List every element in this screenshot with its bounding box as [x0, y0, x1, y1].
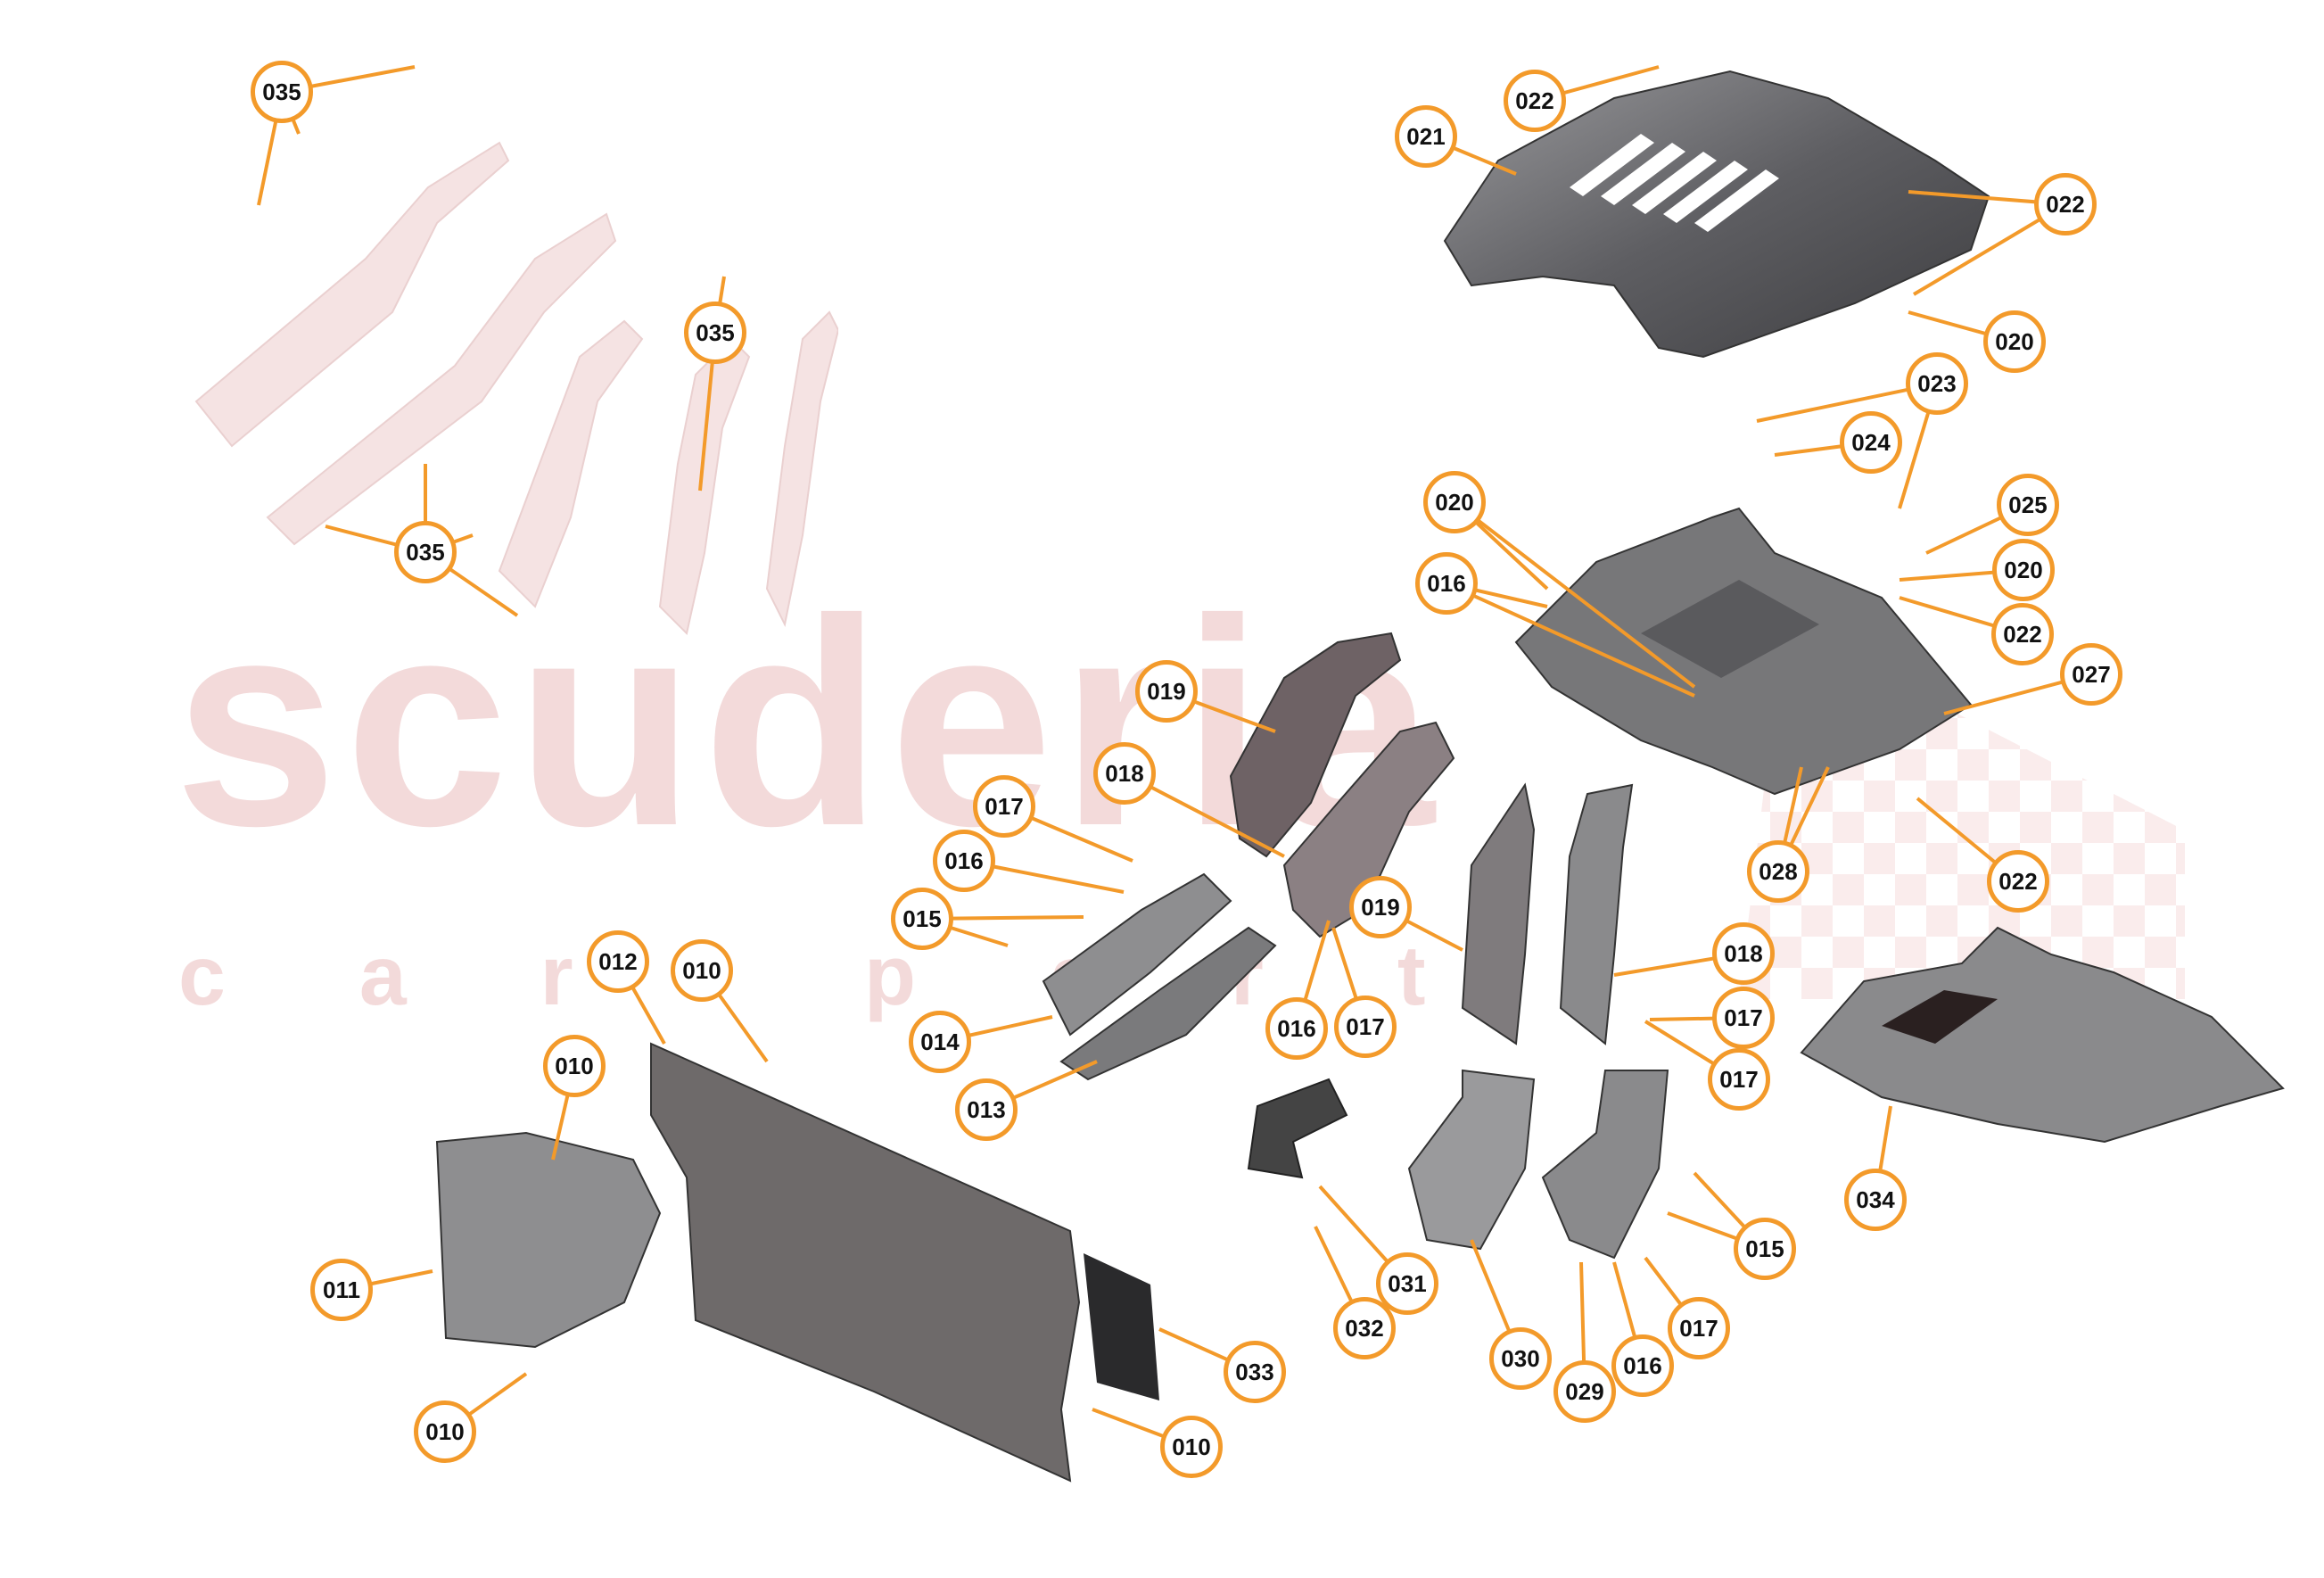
callout-023[interactable]: 023 — [1906, 352, 1968, 415]
callout-017[interactable]: 017 — [973, 775, 1035, 838]
callout-033[interactable]: 033 — [1224, 1341, 1286, 1403]
watermark-main: scuderia — [174, 558, 1442, 887]
callout-022[interactable]: 022 — [2034, 173, 2097, 235]
part-031-bracket[interactable] — [1240, 1070, 1364, 1195]
callout-017[interactable]: 017 — [1334, 996, 1397, 1058]
callout-016[interactable]: 016 — [1265, 997, 1328, 1060]
callout-016[interactable]: 016 — [933, 830, 995, 892]
callout-018[interactable]: 018 — [1093, 742, 1156, 805]
callout-032[interactable]: 032 — [1333, 1297, 1396, 1359]
callout-017[interactable]: 017 — [1708, 1048, 1770, 1111]
callout-017[interactable]: 017 — [1668, 1297, 1730, 1359]
callout-024[interactable]: 024 — [1840, 411, 1902, 474]
callout-016[interactable]: 016 — [1611, 1334, 1674, 1397]
callout-019[interactable]: 019 — [1135, 660, 1198, 723]
callout-013[interactable]: 013 — [955, 1078, 1018, 1141]
callout-035[interactable]: 035 — [684, 302, 746, 364]
callout-022[interactable]: 022 — [1504, 70, 1566, 132]
callout-025[interactable]: 025 — [1997, 474, 2059, 536]
part-011-side-shield[interactable] — [428, 1124, 678, 1356]
callout-022[interactable]: 022 — [1987, 850, 2049, 913]
callout-029[interactable]: 029 — [1553, 1360, 1616, 1423]
callout-010[interactable]: 010 — [414, 1400, 476, 1463]
callout-020[interactable]: 020 — [1423, 471, 1486, 533]
part-034-undertray[interactable] — [1792, 919, 2292, 1160]
callout-020[interactable]: 020 — [1992, 539, 2055, 601]
part-012-firewall-panel[interactable] — [642, 1035, 1106, 1499]
part-030-029-elbow-shields[interactable] — [1391, 1062, 1685, 1276]
ghost-heat-shields — [194, 141, 838, 635]
part-033-plate[interactable] — [1079, 1249, 1168, 1409]
callout-017[interactable]: 017 — [1712, 987, 1775, 1049]
part-019-018-cat-shields[interactable] — [1213, 624, 1498, 954]
callout-028[interactable]: 028 — [1747, 840, 1809, 903]
callout-014[interactable]: 014 — [909, 1011, 971, 1073]
part-021-engine-cover[interactable] — [1436, 62, 2007, 384]
callout-010[interactable]: 010 — [671, 939, 733, 1002]
callout-016[interactable]: 016 — [1415, 552, 1478, 615]
callout-018[interactable]: 018 — [1712, 922, 1775, 985]
callout-015[interactable]: 015 — [891, 888, 953, 950]
callout-019[interactable]: 019 — [1349, 876, 1412, 938]
part-013-014-pipe-shields[interactable] — [1026, 856, 1293, 1088]
callout-035[interactable]: 035 — [394, 521, 457, 583]
callout-011[interactable]: 011 — [310, 1259, 373, 1321]
callout-010[interactable]: 010 — [1160, 1416, 1223, 1478]
callout-020[interactable]: 020 — [1983, 310, 2046, 373]
callout-030[interactable]: 030 — [1489, 1327, 1552, 1390]
callout-012[interactable]: 012 — [587, 930, 649, 993]
part-019-018-cat-shields-right[interactable] — [1445, 776, 1659, 1062]
callout-031[interactable]: 031 — [1376, 1252, 1438, 1315]
callout-035[interactable]: 035 — [251, 61, 313, 123]
callout-021[interactable]: 021 — [1395, 105, 1457, 168]
callout-034[interactable]: 034 — [1844, 1169, 1907, 1231]
callout-015[interactable]: 015 — [1734, 1218, 1796, 1280]
callout-022[interactable]: 022 — [1991, 603, 2054, 665]
callout-010[interactable]: 010 — [543, 1035, 606, 1097]
callout-027[interactable]: 027 — [2060, 643, 2122, 706]
